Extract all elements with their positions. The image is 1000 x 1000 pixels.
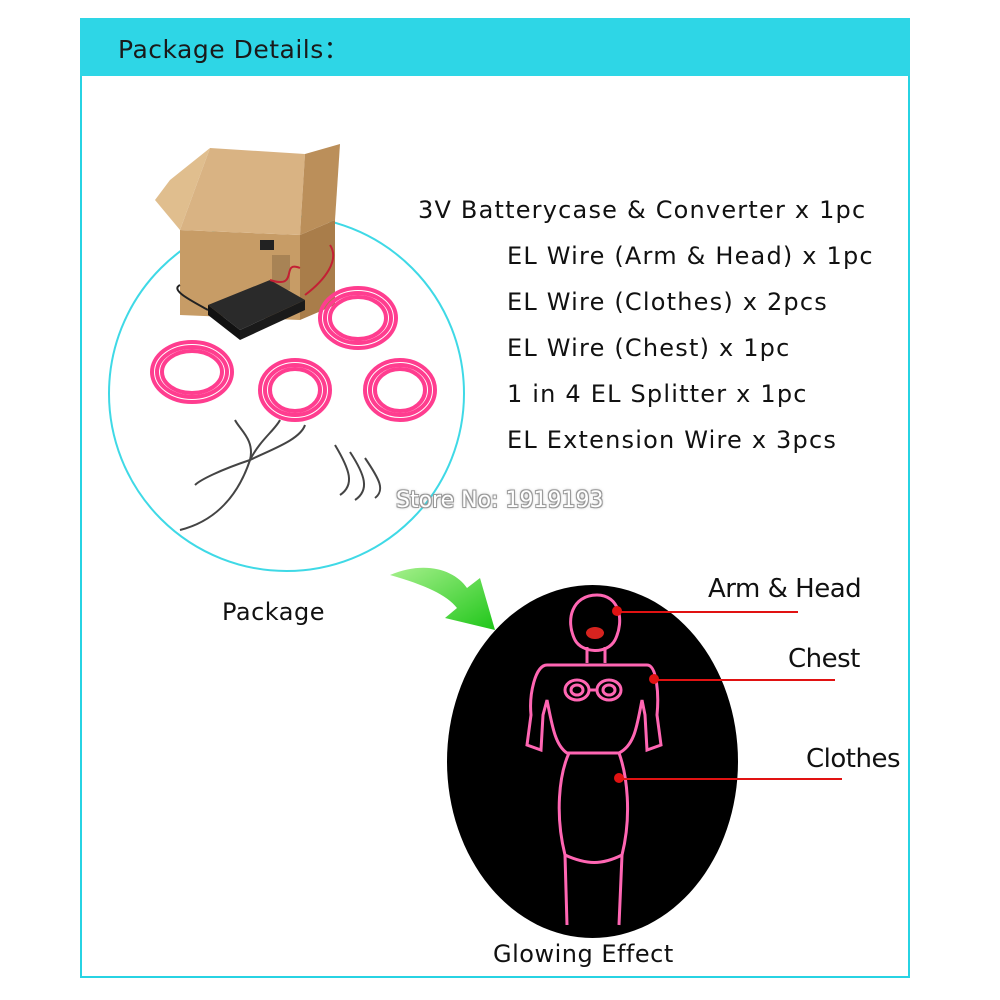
callout-line-clothes: [620, 778, 842, 780]
glow-circle: [447, 585, 738, 938]
callout-line-arm-head: [620, 611, 798, 613]
list-item: 3V Batterycase & Converter x 1pc: [418, 196, 867, 224]
list-item: EL Wire (Clothes) x 2pcs: [507, 288, 828, 316]
list-item: EL Wire (Arm & Head) x 1pc: [507, 242, 874, 270]
page-title: Package Details：: [118, 35, 350, 64]
callout-line-chest: [655, 679, 835, 681]
callout-clothes: Clothes: [806, 744, 901, 774]
glowing-figure: [525, 593, 663, 926]
callout-dot: [612, 606, 622, 616]
arrow-icon: [390, 567, 495, 630]
list-item: EL Extension Wire x 3pcs: [507, 426, 838, 454]
splitter-cable: [179, 419, 306, 531]
store-watermark: Store No: 1919193: [396, 488, 604, 513]
list-item: EL Wire (Chest) x 1pc: [507, 334, 791, 362]
callout-dot: [614, 773, 624, 783]
glowing-caption: Glowing Effect: [493, 940, 674, 968]
extension-wires: [334, 444, 382, 501]
list-item: 1 in 4 EL Splitter x 1pc: [507, 380, 808, 408]
package-image: [150, 144, 437, 531]
header-bar: [80, 18, 910, 76]
callout-chest: Chest: [788, 644, 860, 674]
callout-arm-head: Arm & Head: [708, 574, 862, 604]
package-caption: Package: [222, 598, 325, 626]
callout-dot: [649, 674, 659, 684]
el-wire-coils: [150, 286, 437, 422]
battery-case-icon: [208, 280, 305, 340]
